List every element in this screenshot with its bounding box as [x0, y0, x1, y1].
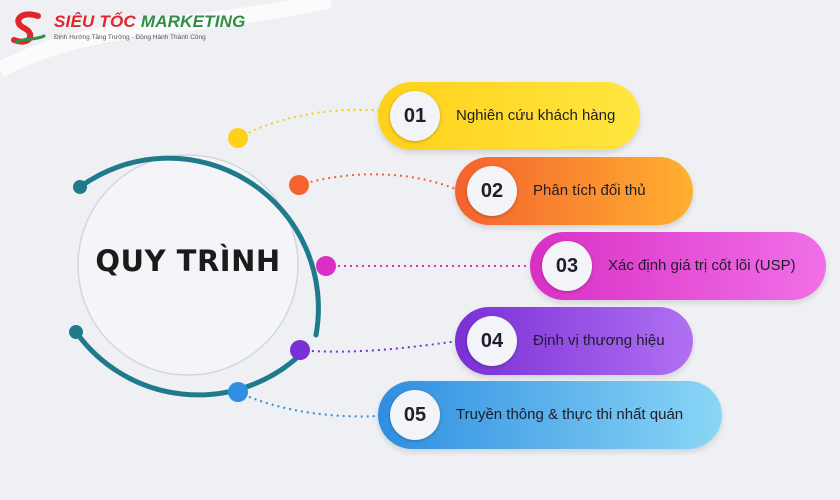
- step-02-number: 02: [467, 166, 517, 216]
- step-02-dot: [289, 175, 309, 195]
- step-02-label: Phân tích đối thủ: [533, 182, 646, 199]
- step-01-label: Nghiên cứu khách hàng: [456, 107, 616, 124]
- step-01-pill: 01 Nghiên cứu khách hàng: [378, 82, 640, 150]
- step-03-label: Xác định giá trị cốt lõi (USP): [608, 257, 796, 274]
- step-03-dot: [316, 256, 336, 276]
- step-03-pill: 03 Xác định giá trị cốt lõi (USP): [530, 232, 826, 300]
- step-04-pill: 04 Định vị thương hiệu: [455, 307, 693, 375]
- step-04-number: 04: [467, 316, 517, 366]
- step-05-pill: 05 Truyền thông & thực thi nhất quán: [378, 381, 722, 449]
- ring-end-dot-bottom: [69, 325, 83, 339]
- brand-name-part1: SIÊU TỐC: [54, 12, 136, 31]
- decorative-swoosh: [0, 0, 332, 77]
- connector-01: [237, 108, 393, 139]
- brand-name: SIÊU TỐC MARKETING: [54, 12, 246, 32]
- connector-05: [237, 391, 393, 418]
- brand-name-part2: MARKETING: [140, 12, 246, 31]
- step-05-label: Truyền thông & thực thi nhất quán: [456, 406, 684, 423]
- step-03-number: 03: [542, 241, 592, 291]
- connector-02: [298, 173, 459, 191]
- step-05-number: 05: [390, 390, 440, 440]
- center-title: QUY TRÌNH: [95, 244, 281, 278]
- brand-tagline: Định Hướng Tăng Trưởng - Đồng Hành Thành…: [54, 34, 206, 41]
- brand-logo: SIÊU TỐC MARKETING Định Hướng Tăng Trưởn…: [8, 6, 245, 52]
- step-01-dot: [228, 128, 248, 148]
- ring-arc-lower: [73, 329, 303, 398]
- connector-04: [299, 339, 466, 353]
- ring-end-dot-top: [73, 180, 87, 194]
- center-circle: [77, 154, 299, 376]
- brand-s-icon: [11, 11, 46, 45]
- ring-arc-upper: [77, 155, 321, 338]
- step-02-pill: 02 Phân tích đối thủ: [455, 157, 693, 225]
- step-04-label: Định vị thương hiệu: [533, 332, 665, 349]
- step-04-dot: [290, 340, 310, 360]
- step-01-number: 01: [390, 91, 440, 141]
- step-05-dot: [228, 382, 248, 402]
